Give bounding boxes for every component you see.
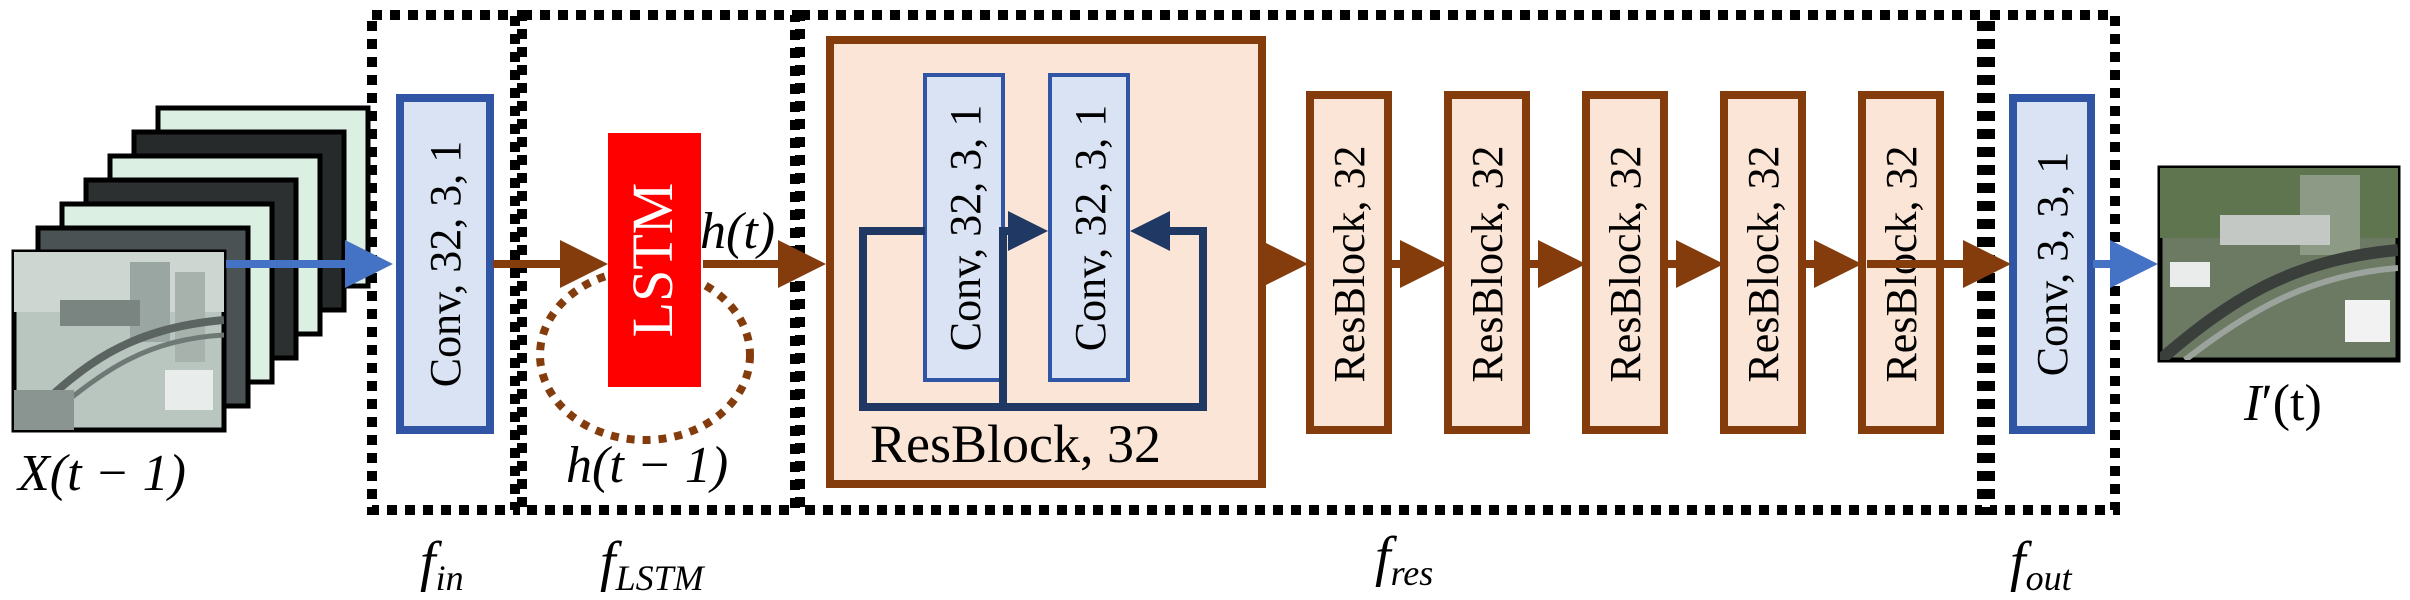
resblock-conv-2-label: Conv, 32, 3, 1 [1066, 105, 1115, 352]
stage-label-f-lstm: fLSTM [600, 531, 706, 598]
resblock-3-label: ResBlock, 32 [1601, 145, 1650, 382]
resblock-2 [1444, 91, 1530, 434]
stage-label-f-in: fin [420, 531, 464, 598]
resblock-detail-caption: ResBlock, 32 [870, 414, 1161, 474]
input-label: X(t − 1) [16, 445, 186, 502]
stage-box-f-lstm [517, 10, 800, 515]
skip-path-left [859, 211, 1048, 411]
stage-label-f-out: fout [2010, 531, 2073, 598]
resblock-4-label: ResBlock, 32 [1739, 145, 1788, 382]
conv-out-label: Conv, 3, 3, 1 [2028, 152, 2077, 377]
h-prev-label: h(t − 1) [566, 437, 728, 494]
resblock-1 [1306, 91, 1392, 434]
conv-in-label: Conv, 32, 3, 1 [421, 141, 470, 388]
conv-out-block [2009, 94, 2095, 434]
resblock-conv-1-label: Conv, 32, 3, 1 [941, 105, 990, 352]
resblock-1-label: ResBlock, 32 [1325, 145, 1374, 382]
output-label: I′(t) [2243, 375, 2322, 432]
h-t-label: h(t) [700, 203, 775, 260]
resblock-4 [1720, 91, 1806, 434]
lstm-label: LSTM [620, 183, 685, 338]
resblock-conv-2 [1048, 73, 1130, 382]
resblock-2-label: ResBlock, 32 [1463, 145, 1512, 382]
input-frame-front [11, 249, 227, 433]
resblock-conv-1 [923, 73, 1005, 382]
output-image [2157, 165, 2401, 363]
skip-path-right [1003, 211, 1207, 411]
conv-in-block [396, 94, 494, 434]
resblock-chain: ResBlock, 32 ResBlock, 32 ResBlock, 32 ResB… [1306, 91, 1944, 434]
stage-label-f-res: fres [1375, 526, 1433, 593]
resblock-3 [1582, 91, 1668, 434]
lstm-block [608, 133, 701, 387]
